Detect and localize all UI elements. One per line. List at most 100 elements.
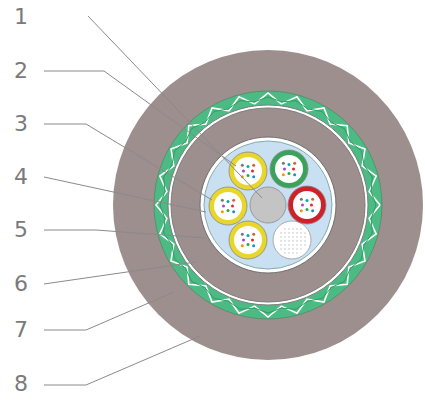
loose-tube [209,187,247,225]
callout-number: 2 [14,60,28,82]
optical-fiber [282,162,285,165]
optical-fiber [306,199,309,202]
leader-lines [44,16,262,385]
core-filling [204,141,332,269]
optical-fiber [241,233,244,236]
armour-zigzag [160,97,376,313]
filler-dot [288,248,289,249]
callout-number: 7 [14,319,28,341]
filler-rod [273,221,311,259]
optical-fiber [221,199,224,202]
tube-bore [214,192,242,220]
armour-zigzag [156,93,380,317]
optical-fiber [293,162,296,165]
filler-dot [296,240,297,241]
filler-dot [292,232,293,233]
optical-fiber [232,199,235,202]
filler-dot [280,244,281,245]
filler-dot [288,228,289,229]
armour-pattern [156,93,380,317]
callout-number: 8 [14,373,28,395]
filler-dot [292,248,293,249]
filler-texture [280,228,305,253]
optical-fiber [241,244,244,247]
optical-fiber [288,172,291,175]
optical-fiber [251,239,254,242]
armour-inner-edge [168,105,368,305]
filler-dot [292,228,293,229]
filler-dot [284,240,285,241]
optical-fiber [247,165,250,168]
filler-dot [304,236,305,237]
optical-fiber [306,208,309,211]
filler-dot [284,252,285,253]
optical-fiber [247,243,250,246]
filler-dot [280,240,281,241]
filler-dot [288,232,289,233]
filler-dot [300,236,301,237]
optical-fiber [282,173,285,176]
filler-dot [300,228,301,229]
optical-fiber [221,210,224,213]
central-member [250,187,286,223]
filler-dot [280,248,281,249]
callout-number: 5 [14,219,28,241]
loose-tube [229,221,267,259]
filler-dot [292,240,293,241]
inner-sheath [171,108,365,302]
outer-sheath [113,50,423,360]
optical-fiber [252,244,255,247]
wrapping-tape [200,137,336,273]
optical-fiber [283,168,286,171]
optical-fiber [288,163,291,166]
loose-tubes [209,150,326,259]
filler-dot [296,236,297,237]
loose-tube [288,186,326,224]
optical-fiber [300,198,303,201]
filler-dot [284,228,285,229]
tube-bore [275,155,303,183]
optical-fiber [293,173,296,176]
filler-dot [288,252,289,253]
filler-dot [284,244,285,245]
filler-dot [296,248,297,249]
filler-dot [304,244,305,245]
filler-dot [284,236,285,237]
filler-dot [292,252,293,253]
tube-bore [234,226,262,254]
filler-dot [300,248,301,249]
filler-dot [288,244,289,245]
filler-dot [280,232,281,233]
callout-number: 4 [14,166,28,188]
callout-number: 1 [14,6,28,28]
optical-fiber [232,210,235,213]
optical-fiber [231,205,234,208]
filler-dot [300,240,301,241]
optical-fiber [222,205,225,208]
filler-dot [292,244,293,245]
filler-dot [296,252,297,253]
filler-dot [296,244,297,245]
filler-dot [280,236,281,237]
optical-fiber [300,209,303,212]
filler-dot [292,236,293,237]
filler-dot [296,232,297,233]
tube-bore [293,191,321,219]
filler-dot [300,232,301,233]
filler-dot [284,232,285,233]
optical-fiber [310,204,313,207]
tube-bore [234,157,262,185]
optical-fiber [311,198,314,201]
optical-fiber [292,168,295,171]
callout-number: 6 [14,273,28,295]
filler-dot [288,240,289,241]
optical-fiber [227,200,230,203]
optical-fiber [247,174,250,177]
filler-dot [284,248,285,249]
optical-fiber [311,209,314,212]
optical-fiber [252,175,255,178]
optical-fiber [247,234,250,237]
filler-dot [288,236,289,237]
